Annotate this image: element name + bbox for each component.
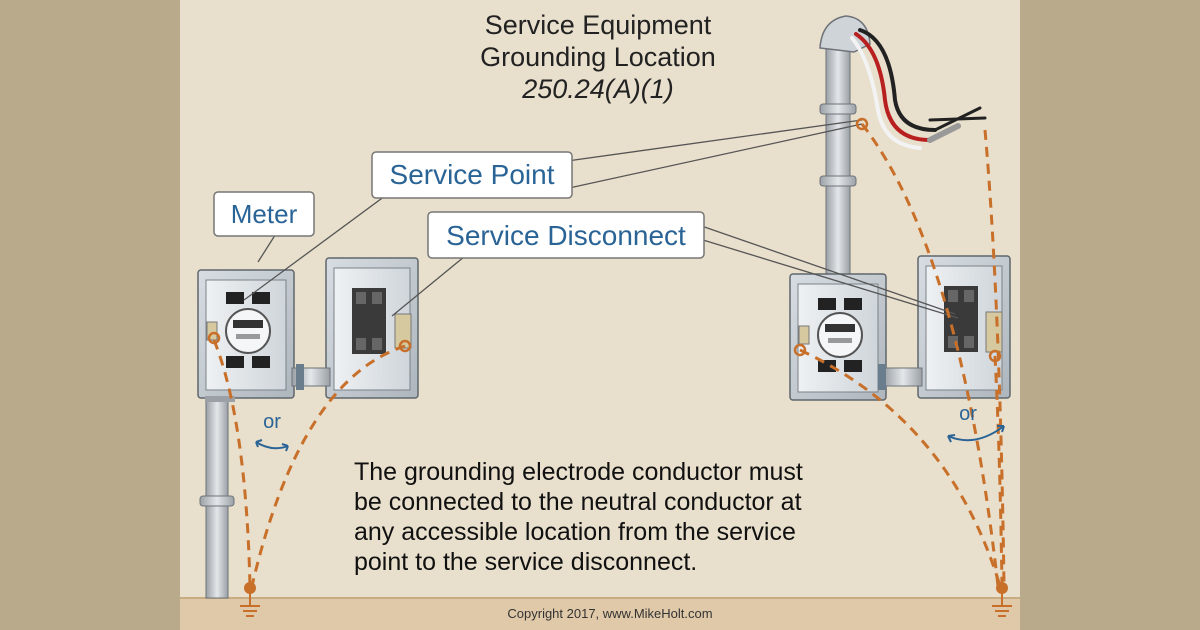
- side-bar-left: [0, 0, 180, 630]
- copyright-text: Copyright 2017, www.MikeHolt.com: [507, 606, 712, 621]
- title-line-1: Service Equipment: [485, 10, 712, 40]
- service-drop-conductors: [850, 28, 987, 150]
- or-label-left: or: [263, 411, 281, 433]
- description-line-3: any accessible location from the service: [354, 518, 796, 546]
- title-line-2: Grounding Location: [480, 42, 716, 72]
- callout-service-disconnect: Service Disconnect: [427, 211, 705, 259]
- right-meter-enclosure: [789, 273, 887, 401]
- gec-dashed-paths: [212, 123, 1006, 587]
- right-nipple: [883, 367, 923, 387]
- or-arrow-right: [947, 425, 1005, 443]
- right-lock-ring: [878, 364, 886, 390]
- mast-strap-upper: [819, 103, 857, 115]
- callout-meter: Meter: [213, 191, 315, 237]
- description-line-2: be connected to the neutral conductor at: [354, 488, 802, 516]
- title-line-3: 250.24(A)(1): [521, 74, 674, 104]
- description-line-1: The grounding electrode conductor must: [354, 458, 803, 486]
- callout-service-point: Service Point: [371, 151, 573, 199]
- ground-electrode-right: [992, 582, 1012, 617]
- left-lock-ring: [296, 364, 304, 390]
- callout-service-point-label: Service Point: [390, 159, 555, 190]
- or-arrow-left: [255, 439, 289, 452]
- callout-service-disconnect-label: Service Disconnect: [446, 220, 686, 251]
- right-disconnect-enclosure: [917, 255, 1011, 399]
- or-label-right: or: [959, 403, 977, 425]
- description-line-4: point to the service disconnect.: [354, 548, 697, 576]
- mast-strap-lower: [819, 175, 857, 187]
- ground-strip: [180, 598, 1020, 630]
- left-meter-enclosure: [197, 269, 295, 402]
- gec-connection-points: [207, 117, 1002, 363]
- left-disconnect-enclosure: [325, 257, 419, 399]
- side-bar-right: [1020, 0, 1200, 630]
- ground-electrode-left: [240, 582, 260, 617]
- service-mast: [825, 39, 851, 277]
- callout-meter-label: Meter: [231, 199, 298, 229]
- left-pole-strap: [199, 495, 235, 507]
